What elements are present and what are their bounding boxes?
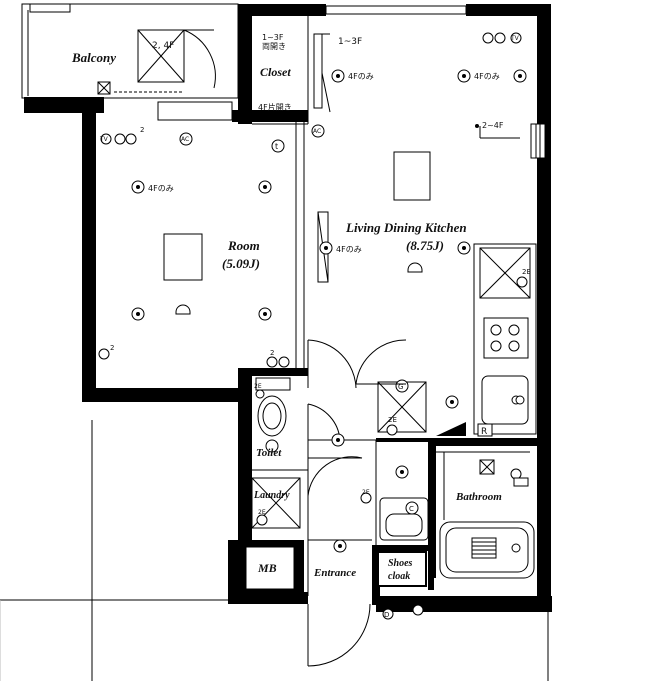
ldk-4f-note-b: 4Fのみ bbox=[474, 72, 500, 81]
closet-label: Closet bbox=[260, 65, 291, 79]
bathroom-fixtures bbox=[436, 451, 535, 579]
room-fixtures bbox=[98, 132, 290, 368]
entrance-label: Entrance bbox=[313, 567, 356, 579]
room-size: (5.09J) bbox=[222, 256, 260, 271]
room-outlet-note-2: 2 bbox=[110, 344, 114, 352]
basin-fixtures bbox=[333, 465, 429, 553]
laundry-label: Laundry bbox=[253, 490, 290, 501]
door-d-symbol: D bbox=[384, 611, 389, 619]
basin-c-symbol: C bbox=[409, 505, 414, 513]
laundry-outlet-note: 2E bbox=[258, 509, 266, 516]
entrance-door bbox=[307, 603, 424, 667]
balcony-area bbox=[21, 3, 239, 99]
ldk-outlet-2e: 2E bbox=[522, 268, 531, 276]
bathroom-label: Bathroom bbox=[455, 491, 502, 503]
ldk-size: (8.75J) bbox=[406, 238, 444, 253]
room-tv-label: TV bbox=[99, 136, 109, 143]
shoe-cloak-line2: cloak bbox=[388, 571, 410, 582]
toilet-fixtures bbox=[255, 377, 345, 453]
door-note-1-3f: 1~3F bbox=[338, 37, 362, 47]
room-4f-note: 4Fのみ bbox=[148, 184, 174, 193]
mb-label: MB bbox=[257, 561, 277, 575]
balcony-label: Balcony bbox=[71, 50, 116, 65]
laundry-fixtures bbox=[251, 456, 363, 529]
room-outlet-note-3: 2 bbox=[270, 349, 274, 357]
ldk-ac-label: AC bbox=[313, 128, 321, 135]
basin-outlet-note: 2E bbox=[362, 489, 370, 496]
closet-area bbox=[313, 33, 331, 113]
balcony-floor-note: 2, 4F bbox=[152, 41, 174, 51]
shoe-cloak-line1: Shoes bbox=[388, 558, 413, 569]
ldk-r-symbol: R bbox=[481, 427, 487, 437]
ldk-g-symbol: G bbox=[398, 383, 403, 391]
room-outlet-note: 2 bbox=[140, 126, 144, 134]
toilet-outlet-note: 2E bbox=[254, 383, 262, 390]
walls bbox=[24, 4, 552, 612]
ldk-tv-label: TV bbox=[510, 35, 520, 42]
room-ac-label: AC bbox=[181, 136, 189, 143]
ldk-name: Living Dining Kitchen bbox=[345, 220, 467, 235]
closet-bottom-note: 4F片開き bbox=[258, 102, 292, 112]
site-lines bbox=[0, 420, 549, 681]
ldk-fixtures bbox=[307, 32, 546, 437]
ldk-4f-note-c: 4Fのみ bbox=[336, 245, 362, 254]
ldk-outlet-2e-b: 2E bbox=[388, 416, 397, 424]
room-t-symbol: t bbox=[275, 142, 278, 151]
room-name: Room bbox=[227, 238, 260, 253]
toilet-label: Toilet bbox=[256, 447, 282, 459]
ldk-2-4f-note: 2~4F bbox=[482, 121, 504, 130]
ldk-4f-note-a: 4Fのみ bbox=[348, 72, 374, 81]
